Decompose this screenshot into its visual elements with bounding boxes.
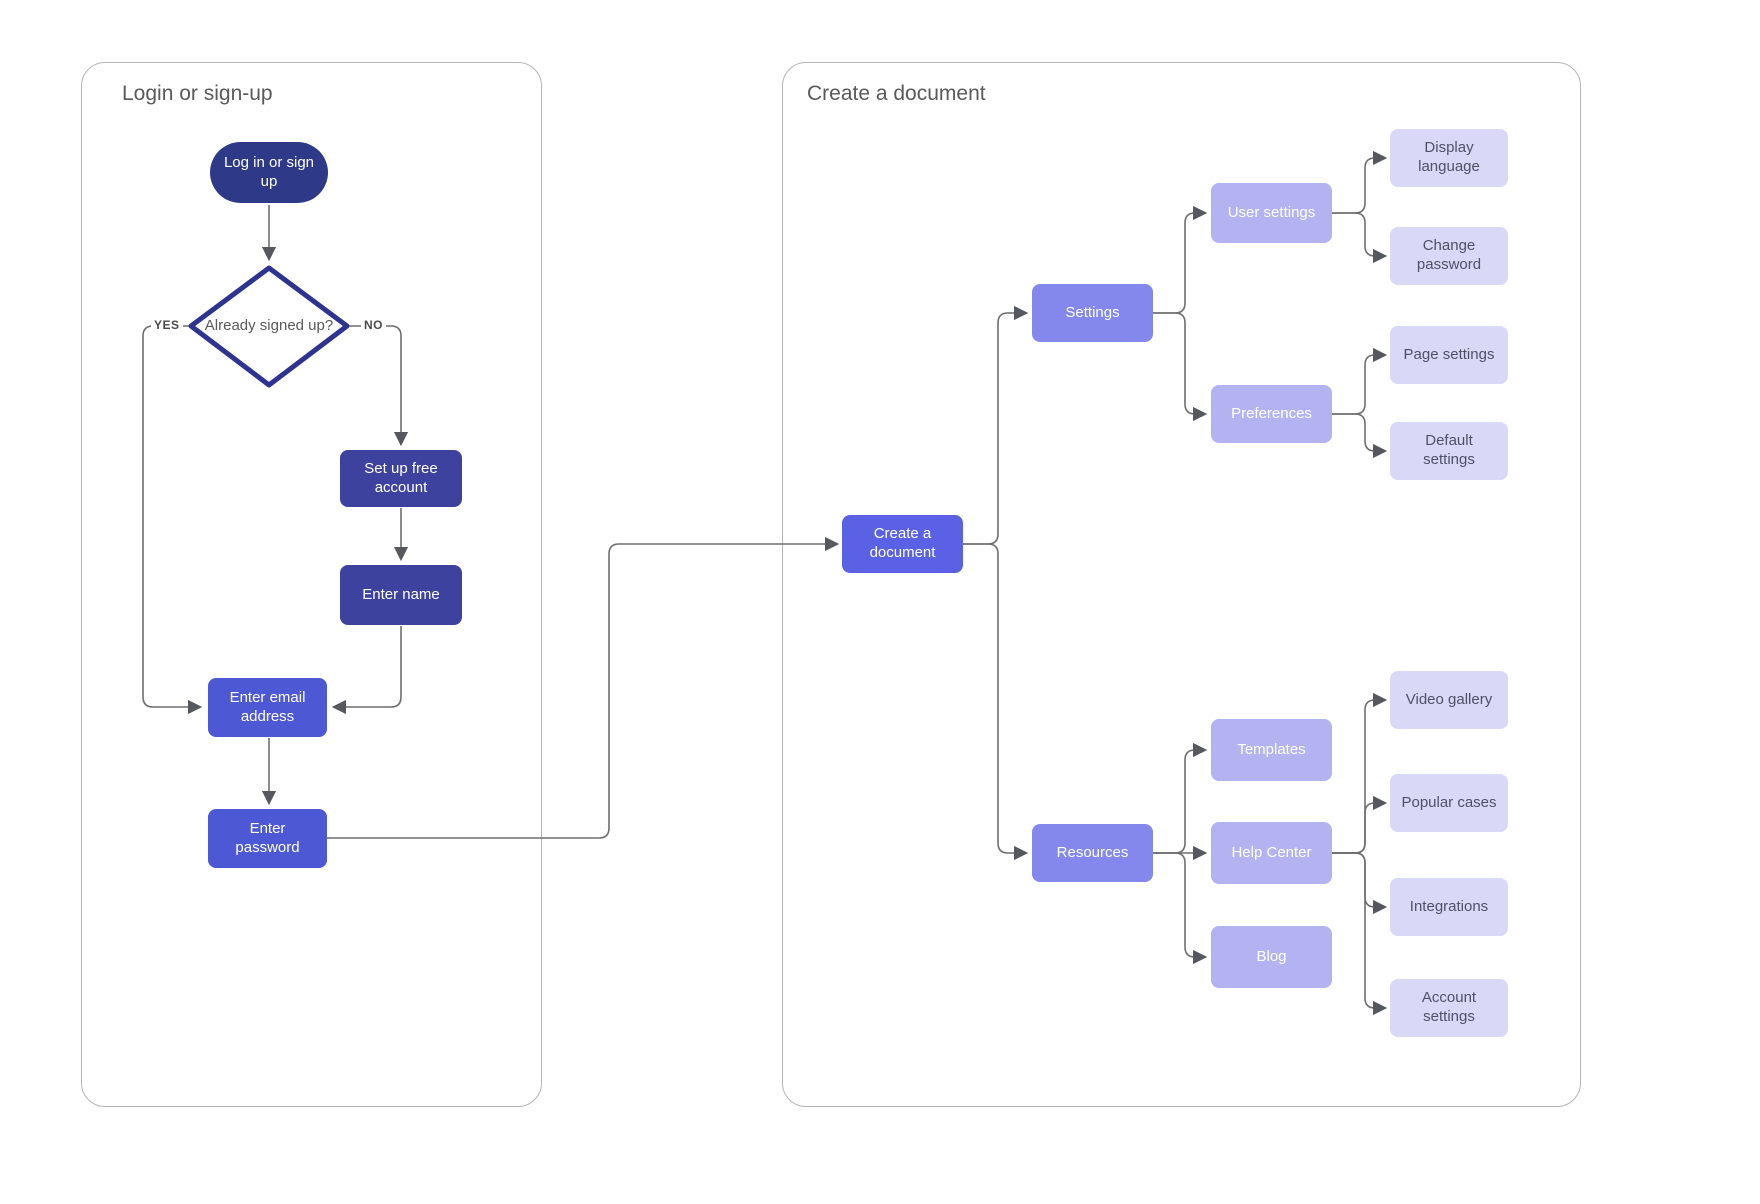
node-video-gallery[interactable]: Video gallery: [1390, 671, 1508, 729]
edge-user-settings-to-change-password: [1332, 212, 1388, 264]
node-popular-cases[interactable]: Popular cases: [1390, 774, 1508, 832]
node-default-settings[interactable]: Default settings: [1390, 422, 1508, 480]
edge-user-settings-to-display-language: [1332, 150, 1388, 214]
decision-yes-label: YES: [151, 318, 183, 332]
node-templates[interactable]: Templates: [1211, 719, 1332, 781]
edge-help-center-to-account-settings: [1332, 852, 1388, 1016]
node-help-center[interactable]: Help Center: [1211, 822, 1332, 884]
edge-create-to-resources: [963, 543, 1029, 861]
decision-no-label: NO: [361, 318, 386, 332]
edge-password-to-create-document: [327, 536, 840, 839]
edge-help-center-to-integrations: [1332, 852, 1388, 915]
edge-help-center-to-video-gallery: [1332, 692, 1388, 854]
node-enter-email-address[interactable]: Enter email address: [208, 678, 327, 737]
group-title-create: Create a document: [807, 82, 986, 105]
edge-create-to-settings: [963, 305, 1029, 545]
node-resources[interactable]: Resources: [1032, 824, 1153, 882]
decision-diamond-shape[interactable]: [188, 265, 350, 388]
group-login-or-signup[interactable]: [81, 62, 542, 1107]
node-setup-free-account[interactable]: Set up free account: [340, 450, 462, 507]
decision-diamond-label: Already signed up?: [204, 317, 334, 335]
edge-no-to-setup-account: [347, 325, 409, 447]
edge-resources-to-blog: [1153, 852, 1208, 965]
edge-preferences-to-page-settings: [1332, 347, 1388, 415]
edge-resources-to-templates: [1153, 742, 1208, 854]
node-login-start[interactable]: Log in or sign up: [210, 142, 328, 203]
node-blog[interactable]: Blog: [1211, 926, 1332, 988]
node-display-language[interactable]: Display language: [1390, 129, 1508, 187]
node-enter-password[interactable]: Enter password: [208, 809, 327, 868]
edge-settings-to-preferences: [1153, 312, 1208, 422]
node-preferences[interactable]: Preferences: [1211, 385, 1332, 443]
node-create-document[interactable]: Create a document: [842, 515, 963, 573]
edge-yes-to-enter-email: [142, 325, 203, 715]
node-change-password[interactable]: Change password: [1390, 227, 1508, 285]
group-title-login: Login or sign-up: [122, 82, 273, 105]
edge-help-center-to-popular-cases: [1332, 795, 1388, 854]
node-page-settings[interactable]: Page settings: [1390, 326, 1508, 384]
node-user-settings[interactable]: User settings: [1211, 183, 1332, 243]
node-account-settings[interactable]: Account settings: [1390, 979, 1508, 1037]
node-enter-name[interactable]: Enter name: [340, 565, 462, 625]
edge-settings-to-user-settings: [1153, 205, 1208, 314]
edge-preferences-to-default-settings: [1332, 413, 1388, 459]
node-settings[interactable]: Settings: [1032, 284, 1153, 342]
edge-enter-name-to-enter-email: [331, 626, 402, 715]
node-integrations[interactable]: Integrations: [1390, 878, 1508, 936]
